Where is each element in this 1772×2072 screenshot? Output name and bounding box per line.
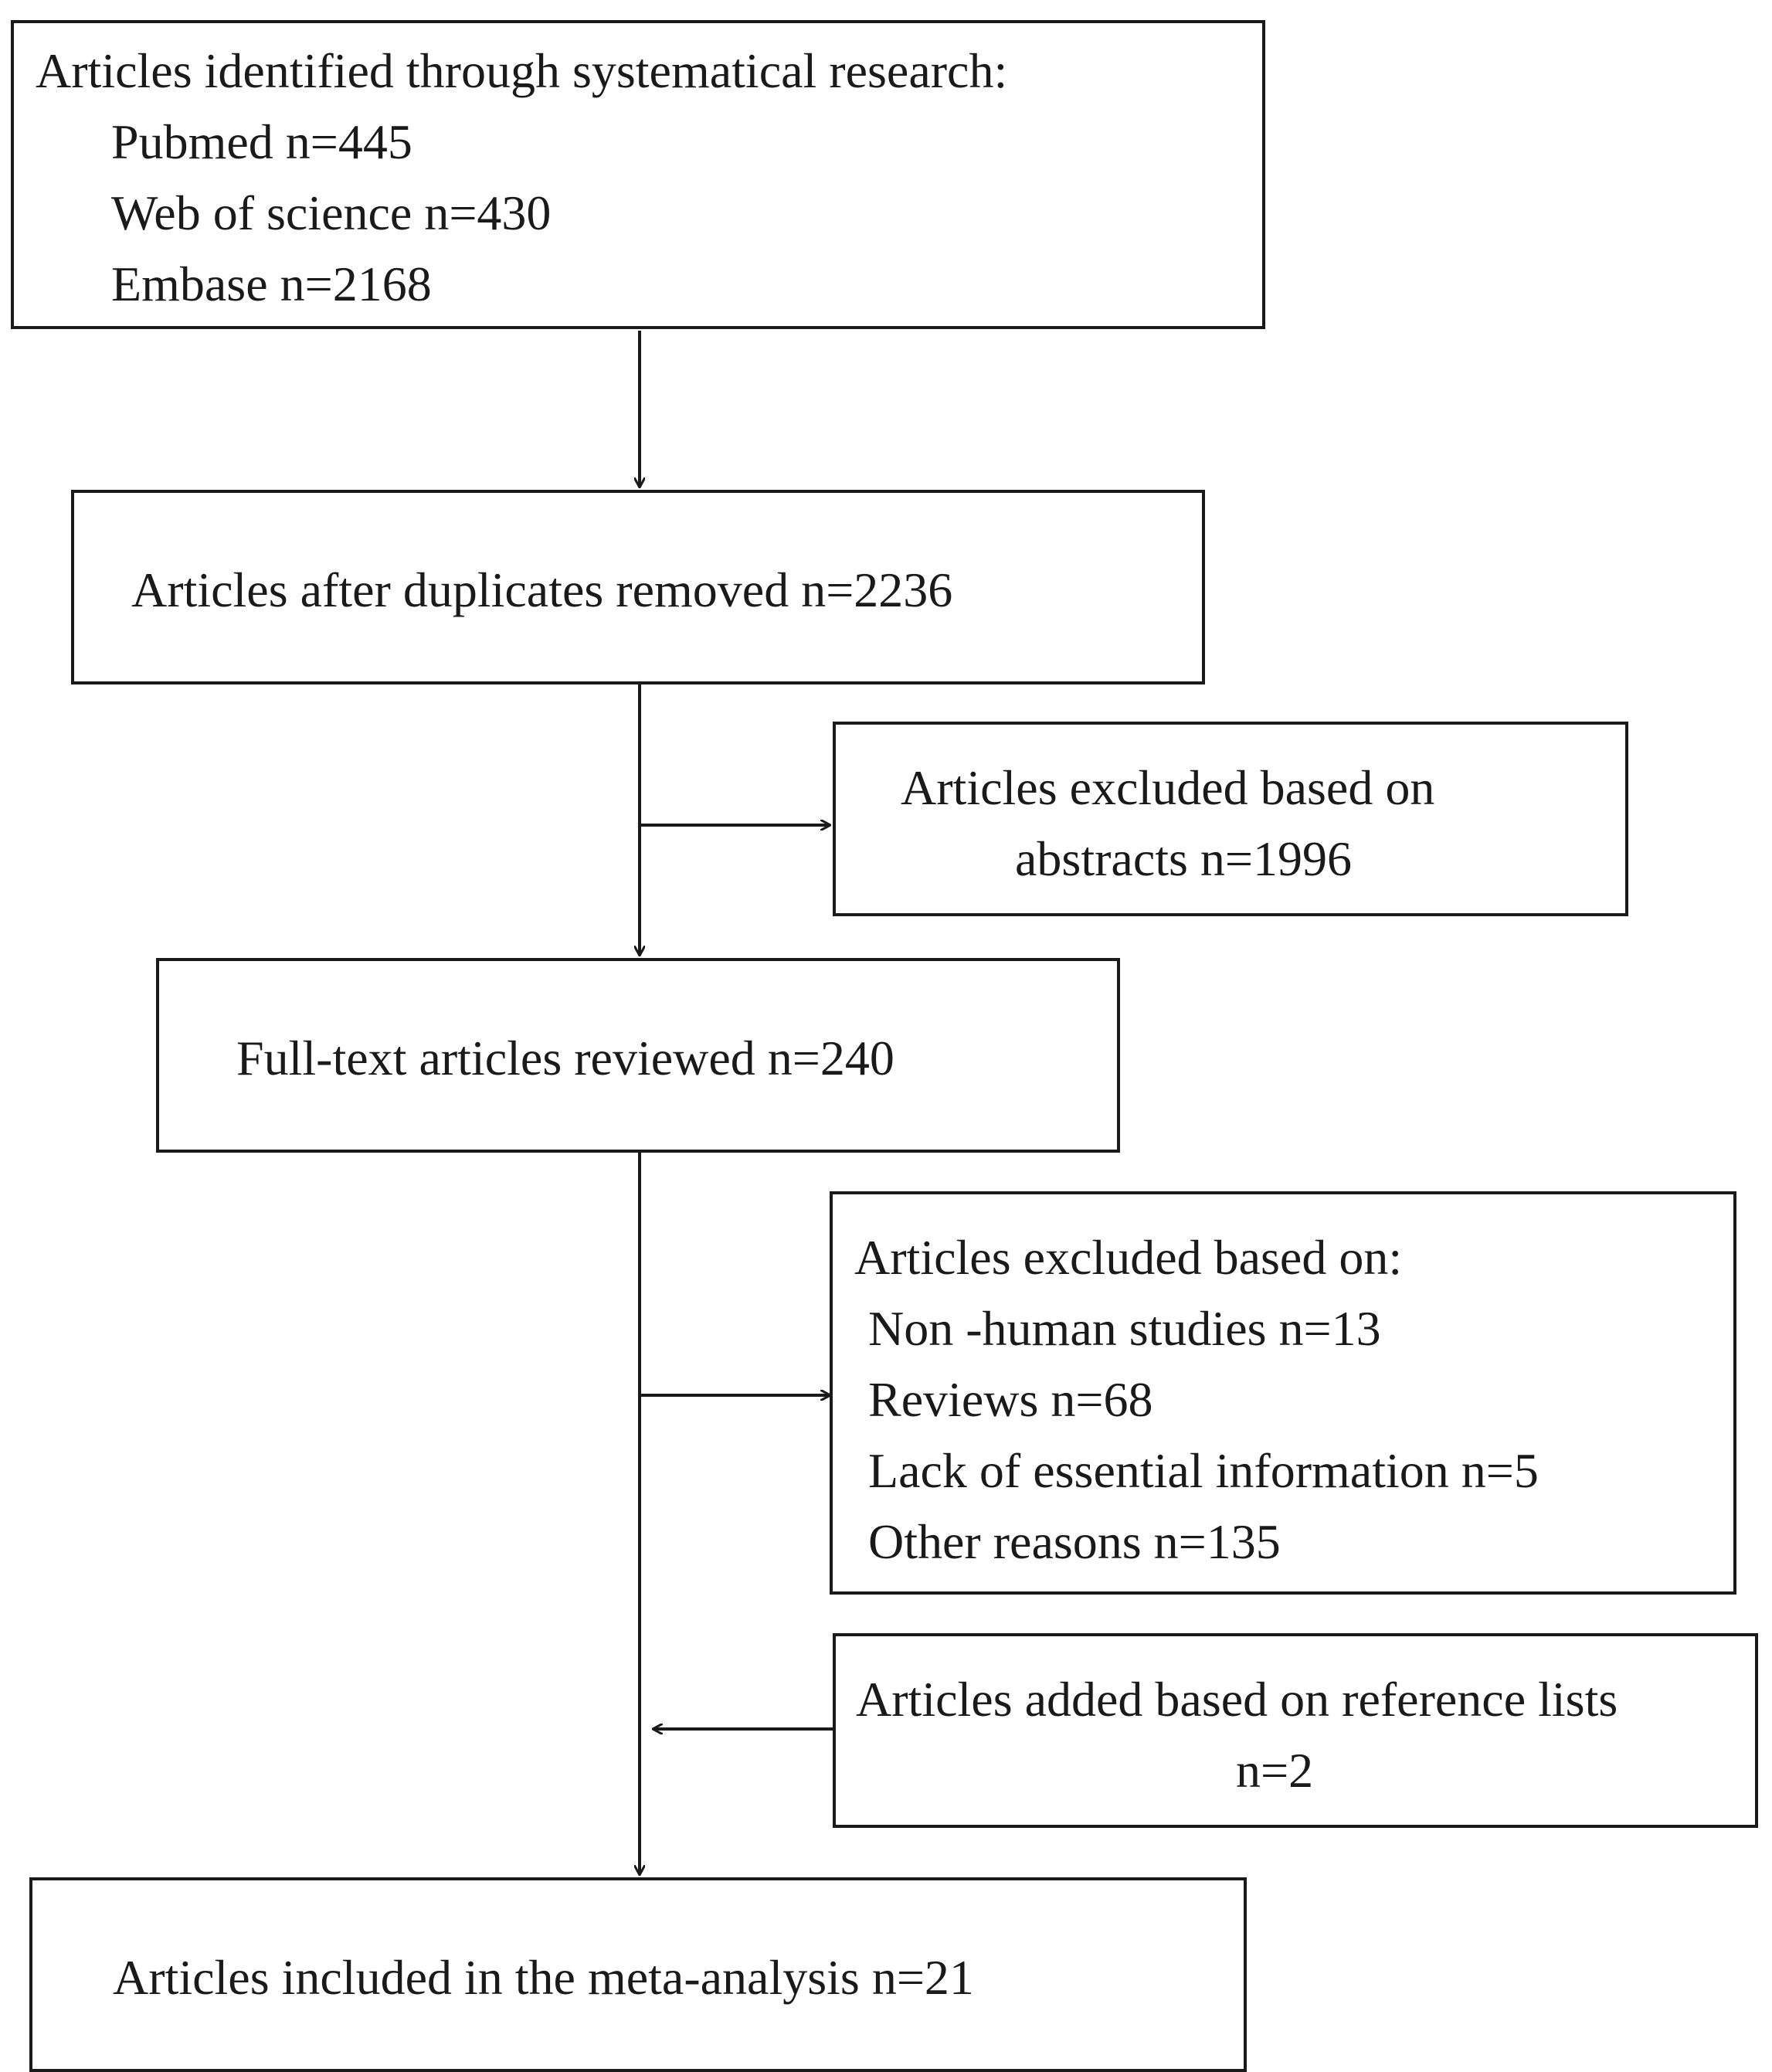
- added-references-box: Articles added based on reference lists …: [833, 1633, 1758, 1828]
- identified-box: Articles identified through systematical…: [11, 20, 1265, 329]
- added-references-line-2: n=2: [1236, 1743, 1314, 1798]
- full-text-reviewed-text: Full-text articles reviewed n=240: [236, 1031, 894, 1085]
- added-references-line-1: Articles added based on reference lists: [856, 1672, 1618, 1727]
- included-text: Articles included in the meta-analysis n…: [113, 1950, 974, 2005]
- excluded-reviews: Reviews n=68: [868, 1372, 1153, 1427]
- excluded-abstracts-box: Articles excluded based on abstracts n=1…: [833, 722, 1628, 916]
- identified-embase: Embase n=2168: [111, 256, 432, 311]
- excluded-abstracts-line-2: abstracts n=1996: [1015, 831, 1352, 886]
- excluded-abstracts-line-1: Articles excluded based on: [901, 760, 1435, 815]
- excluded-full-text-box: Articles excluded based on: Non -human s…: [830, 1191, 1736, 1595]
- identified-title: Articles identified through systematical…: [36, 43, 1008, 98]
- identified-pubmed: Pubmed n=445: [111, 114, 412, 169]
- excluded-non-human: Non -human studies n=13: [868, 1301, 1381, 1356]
- full-text-reviewed-box: Full-text articles reviewed n=240: [156, 958, 1120, 1153]
- duplicates-removed-text: Articles after duplicates removed n=2236: [131, 562, 953, 617]
- excluded-lack-info: Lack of essential information n=5: [868, 1443, 1539, 1498]
- identified-web-of-science: Web of science n=430: [111, 185, 552, 240]
- excluded-other-reasons: Other reasons n=135: [868, 1514, 1281, 1569]
- included-box: Articles included in the meta-analysis n…: [29, 1877, 1247, 2072]
- duplicates-removed-box: Articles after duplicates removed n=2236: [71, 490, 1205, 684]
- excluded-full-text-title: Articles excluded based on:: [854, 1230, 1403, 1285]
